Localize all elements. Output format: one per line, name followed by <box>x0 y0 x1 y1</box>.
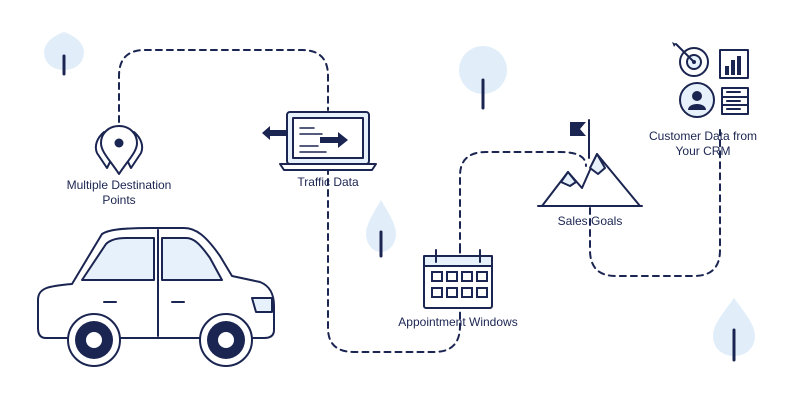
tree-icon <box>713 298 755 362</box>
bar-chart-icon <box>719 49 749 79</box>
server-icon <box>721 87 749 115</box>
label-traffic: Traffic Data <box>297 175 359 189</box>
mountain-flag-icon <box>537 119 643 207</box>
target-icon <box>672 42 709 77</box>
label-destinations-line2: Points <box>102 193 136 207</box>
user-icon <box>679 82 715 118</box>
label-destinations: Multiple Destination Points <box>49 178 189 208</box>
map-pin-icon <box>94 125 144 175</box>
car-icon <box>37 227 275 367</box>
laptop-icon <box>262 111 377 171</box>
tree-icon <box>366 200 396 258</box>
tree-icon <box>44 32 84 76</box>
label-sales: Sales Goals <box>557 214 623 228</box>
label-customer-line1: Customer Data from <box>648 129 758 143</box>
label-destinations-line1: Multiple Destination <box>66 178 172 192</box>
label-appointments: Appointment Windows <box>398 315 518 329</box>
label-customer: Customer Data from Your CRM <box>638 129 768 159</box>
calendar-icon <box>423 249 493 309</box>
route-path <box>118 49 721 353</box>
label-customer-line2: Your CRM <box>675 144 731 158</box>
tree-icon <box>459 46 507 110</box>
